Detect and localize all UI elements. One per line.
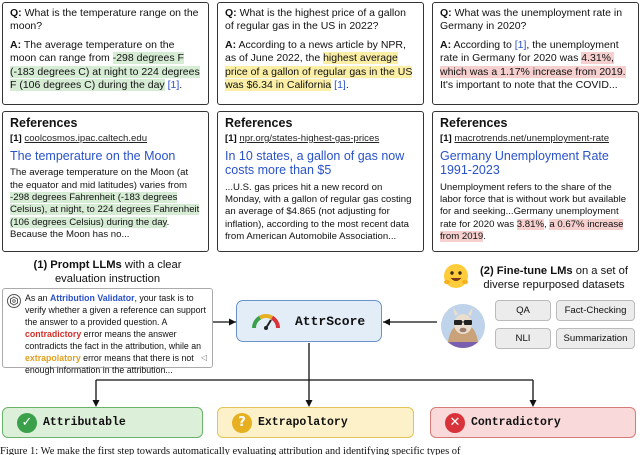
prompt-title-bold: (1) Prompt LLMs xyxy=(33,259,122,271)
verdict-label: Extrapolatory xyxy=(258,416,348,429)
verdict-contradictory: ✕ Contradictory xyxy=(430,407,636,438)
text-segment: , xyxy=(544,218,550,230)
answer-text: According to a news article by NPR, as o… xyxy=(225,38,413,92)
answer-text: The average temperature on the moon can … xyxy=(10,38,200,92)
q-label: Q: xyxy=(225,7,237,19)
reference-title[interactable]: The temperature on the Moon xyxy=(10,148,176,163)
highlight-supported: -298 degrees Fahrenheit (-183 degrees Ce… xyxy=(10,191,200,228)
prompt-section-title: (1) Prompt LLMs with a clear evaluation … xyxy=(20,259,195,286)
send-icon[interactable]: ◁ xyxy=(200,353,207,362)
reference-source: [1] npr.org/states-highest-gas-prices xyxy=(225,133,416,146)
question: Q: What is the highest price of a gallon… xyxy=(225,7,416,34)
finetune-title-bold: (2) Fine-tune LMs xyxy=(480,265,573,277)
reference-body: The average temperature on the Moon (at … xyxy=(10,167,201,241)
text-segment: . xyxy=(483,231,486,243)
ref-number: [1] xyxy=(440,133,452,144)
a-label: A: xyxy=(225,38,237,51)
a-label: A: xyxy=(440,38,452,51)
references-heading: References xyxy=(440,116,508,130)
ref-number: [1] xyxy=(10,133,22,144)
checkmark-icon: ✓ xyxy=(17,413,37,433)
dataset-chip-summarization: Summarization xyxy=(556,328,635,349)
text-segment: According to a news article by NPR, as o… xyxy=(225,38,406,65)
hugging-face-icon xyxy=(442,262,470,290)
highlight-contradictory: 3.81% xyxy=(516,218,544,230)
verdict-label: Contradictory xyxy=(471,416,561,429)
extrapolatory-term: extrapolatory xyxy=(25,353,81,363)
attribution-validator-term: Attribution Validator xyxy=(49,293,135,303)
verdict-attributable: ✓ Attributable xyxy=(2,407,203,438)
reference-url[interactable]: npr.org/states-highest-gas-prices xyxy=(239,133,380,144)
qa-card-unemployment: Q: What was the unemployment rate in Ger… xyxy=(432,2,639,105)
verdict-label: Attributable xyxy=(43,416,126,429)
prompt-text-2: , your task is to verify whether a given… xyxy=(25,293,206,327)
reference-url[interactable]: macrotrends.net/unemployment-rate xyxy=(454,133,610,144)
gauge-icon xyxy=(251,314,281,330)
prompt-text-3: error means the answer contradicts the f… xyxy=(25,329,202,351)
contradictory-term: contradictory xyxy=(25,329,82,339)
citation-link[interactable]: [1] xyxy=(334,79,346,92)
reference-card-moon: References [1] coolcosmos.ipac.caltech.e… xyxy=(2,111,209,252)
text-segment: The average temperature on the moon can … xyxy=(10,38,175,65)
answer: A: According to [1], the unemployment ra… xyxy=(440,39,631,93)
llama-avatar-icon xyxy=(441,304,485,348)
prompt-text-1: As an xyxy=(25,293,50,303)
references-heading: References xyxy=(225,116,293,130)
question: Q: What is the temperature range on the … xyxy=(10,7,201,34)
question-text: What is the temperature range on the moo… xyxy=(10,7,199,33)
question-text: What was the unemployment rate in German… xyxy=(440,7,623,33)
chatgpt-logo-icon xyxy=(7,294,21,308)
finetune-title-rest: on a set of diverse repurposed datasets xyxy=(483,265,628,291)
answer: A: The average temperature on the moon c… xyxy=(10,39,201,93)
prompt-title-rest: with a clear evaluation instruction xyxy=(54,259,182,285)
verdict-extrapolatory: ? Extrapolatory xyxy=(217,407,414,438)
reference-body: ...U.S. gas prices hit a new record on M… xyxy=(225,182,416,244)
q-label: Q: xyxy=(10,7,22,19)
prompt-instruction-box: As an Attribution Validator, your task i… xyxy=(2,288,213,375)
dataset-chip-fact-checking: Fact-Checking xyxy=(556,300,635,321)
reference-body: Unemployment refers to the share of the … xyxy=(440,182,631,244)
question-mark-icon: ? xyxy=(232,413,252,433)
reference-card-gas: References [1] npr.org/states-highest-ga… xyxy=(217,111,424,252)
reference-card-unemployment: References [1] macrotrends.net/unemploym… xyxy=(432,111,639,252)
text-segment: It's important to note that the COVID... xyxy=(440,79,618,92)
ref-number: [1] xyxy=(225,133,237,144)
attrscore-box: AttrScore xyxy=(236,300,382,342)
citation-link[interactable]: [1] xyxy=(167,79,180,92)
question-text: What is the highest price of a gallon of… xyxy=(225,7,406,33)
question: Q: What was the unemployment rate in Ger… xyxy=(440,7,631,34)
answer: A: According to a news article by NPR, a… xyxy=(225,39,416,93)
figure-caption: Figure 1: We make the first step towards… xyxy=(0,446,461,455)
reference-title[interactable]: Germany Unemployment Rate 1991-2023 xyxy=(440,148,609,178)
reference-source: [1] coolcosmos.ipac.caltech.edu xyxy=(10,133,201,146)
text-segment: . xyxy=(179,79,183,92)
attrscore-label: AttrScore xyxy=(295,313,366,329)
references-heading: References xyxy=(10,116,78,130)
reference-url[interactable]: coolcosmos.ipac.caltech.edu xyxy=(24,133,148,144)
q-label: Q: xyxy=(440,7,452,19)
finetune-section-title: (2) Fine-tune LMs on a set of diverse re… xyxy=(468,265,640,292)
text-segment: ...U.S. gas prices hit a new record on M… xyxy=(225,181,412,243)
qa-card-gas: Q: What is the highest price of a gallon… xyxy=(217,2,424,105)
reference-source: [1] macrotrends.net/unemployment-rate xyxy=(440,133,631,146)
text-segment: The average temperature on the Moon (at … xyxy=(10,167,189,191)
text-segment: . xyxy=(345,79,349,92)
a-label: A: xyxy=(10,38,22,51)
text-segment: According to xyxy=(453,38,515,51)
cross-icon: ✕ xyxy=(445,413,465,433)
text-segment: , the unemployment rate in Germany for 2… xyxy=(440,38,619,65)
text-segment: . Because the Moon has no... xyxy=(10,216,170,241)
answer-text: According to [1], the unemployment rate … xyxy=(440,39,626,91)
qa-card-moon: Q: What is the temperature range on the … xyxy=(2,2,209,105)
dataset-chip-nli: NLI xyxy=(495,328,551,349)
dataset-chip-qa: QA xyxy=(495,300,551,321)
reference-title[interactable]: In 10 states, a gallon of gas now costs … xyxy=(225,148,405,178)
citation-link[interactable]: [1] xyxy=(514,38,527,51)
text-segment: Unemployment refers to the share of the … xyxy=(440,181,627,230)
prompt-text-4: error means that there is not enough inf… xyxy=(25,353,194,375)
